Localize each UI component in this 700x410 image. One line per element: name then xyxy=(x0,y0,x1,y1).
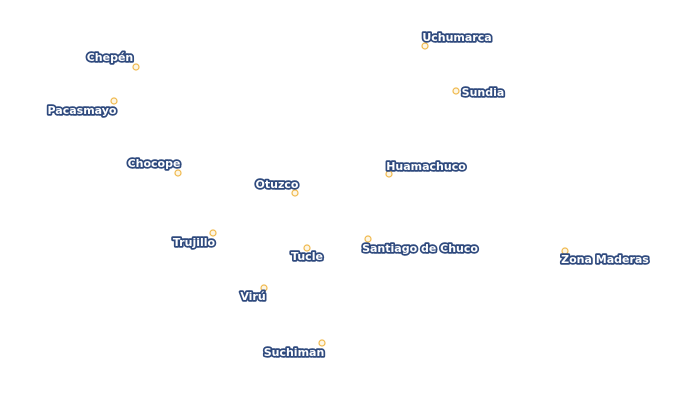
place-huamachuco[interactable]: Huamachuco xyxy=(384,158,468,178)
place-label: Uchumarca xyxy=(422,31,491,44)
place-marker-icon[interactable] xyxy=(364,235,372,243)
place-label: Trujillo xyxy=(173,236,216,249)
place-label: Sundia xyxy=(462,86,505,99)
place-marker-icon[interactable] xyxy=(132,63,140,71)
place-tucle[interactable]: Tucle xyxy=(289,244,325,265)
place-viru[interactable]: Virú xyxy=(239,284,268,305)
place-marker-icon[interactable] xyxy=(318,339,326,347)
place-marker-icon[interactable] xyxy=(561,247,569,255)
place-label: Tucle xyxy=(291,250,323,263)
place-label: Otuzco xyxy=(256,178,299,191)
place-uchumarca[interactable]: Uchumarca xyxy=(421,29,493,50)
place-label: Zona Maderas xyxy=(561,253,649,266)
place-label: Suchiman xyxy=(264,346,325,359)
place-sundia[interactable]: Sundia xyxy=(452,84,506,101)
place-marker-icon[interactable] xyxy=(303,244,311,252)
place-label: Huamachuco xyxy=(386,160,466,173)
place-marker-icon[interactable] xyxy=(421,42,429,50)
place-marker-icon[interactable] xyxy=(260,284,268,292)
place-label: Virú xyxy=(240,290,265,303)
place-marker-icon[interactable] xyxy=(174,169,182,177)
place-trujillo[interactable]: Trujillo xyxy=(171,229,217,251)
place-suchiman[interactable]: Suchiman xyxy=(262,339,326,361)
place-zona-maderas[interactable]: Zona Maderas xyxy=(559,247,651,268)
place-label: Santiago de Chuco xyxy=(362,242,478,255)
place-chepen[interactable]: Chepén xyxy=(85,49,140,71)
place-marker-icon[interactable] xyxy=(209,229,217,237)
places-layer: ChepénPacasmayoChocopeOtuzcoTrujilloTucl… xyxy=(46,29,651,361)
place-otuzco[interactable]: Otuzco xyxy=(254,176,301,197)
place-label: Chocope xyxy=(128,157,181,170)
place-marker-icon[interactable] xyxy=(452,87,460,95)
place-label: Chepén xyxy=(87,51,134,64)
place-marker-icon[interactable] xyxy=(385,170,393,178)
place-marker-icon[interactable] xyxy=(110,97,118,105)
place-label: Pacasmayo xyxy=(48,104,117,117)
place-santiago-de-chuco[interactable]: Santiago de Chuco xyxy=(360,235,480,257)
place-marker-icon[interactable] xyxy=(291,189,299,197)
place-chocope[interactable]: Chocope xyxy=(126,155,182,177)
place-pacasmayo[interactable]: Pacasmayo xyxy=(46,97,119,119)
